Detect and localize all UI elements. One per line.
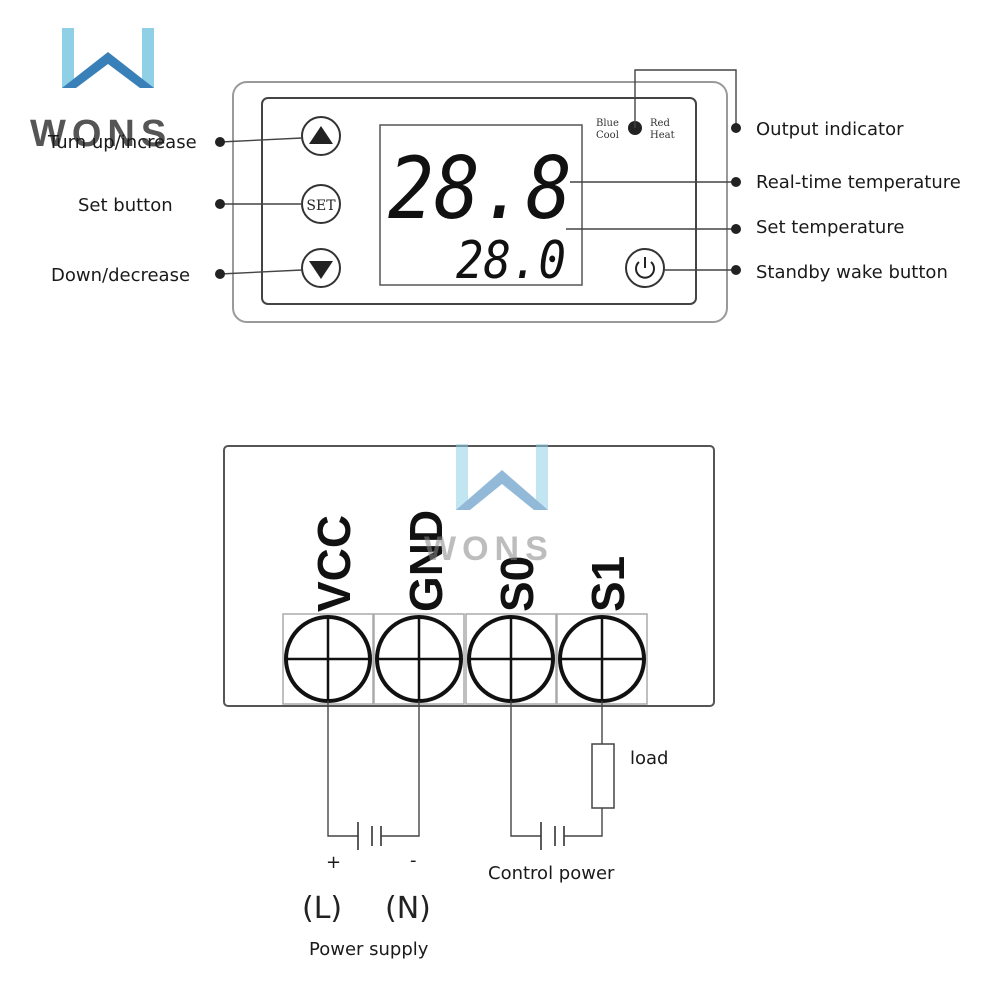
callout-up: Turn up/increase: [47, 132, 197, 153]
up-button[interactable]: [301, 116, 341, 156]
callout-standby-button: Standby wake button: [756, 262, 948, 283]
power-supply-wiring: [327, 701, 420, 850]
callout-realtime-temperature: Real-time temperature: [756, 172, 961, 193]
brand-logo: WONS: [30, 28, 172, 155]
terminal-label-vcc: VCC: [308, 515, 360, 612]
neutral-label: (N): [385, 891, 431, 926]
indicator-heat-label: Heat: [650, 130, 675, 141]
indicator-blue-label: Blue: [596, 118, 619, 129]
triangle-up-icon: [309, 126, 333, 144]
plus-sign: +: [326, 852, 341, 873]
set-button-label: SET: [306, 198, 336, 214]
callout-down: Down/decrease: [51, 265, 190, 286]
triangle-down-icon: [309, 261, 333, 279]
standby-button[interactable]: [625, 248, 665, 288]
minus-sign: -: [410, 850, 417, 871]
load-resistor-icon: [591, 743, 615, 809]
callout-lines: [215, 69, 741, 279]
brand-watermark: WONS: [424, 444, 554, 568]
terminal-vcc: [282, 613, 374, 705]
terminal-block: VCC GND S0 S1: [223, 445, 715, 707]
lcd-display: [379, 124, 583, 286]
control-power-label: Control power: [488, 863, 615, 884]
terminal-label-gnd: GND: [400, 510, 452, 612]
terminal-label-s0: S0: [491, 556, 543, 612]
callout-set: Set button: [78, 195, 173, 216]
callout-output-indicator: Output indicator: [756, 119, 904, 140]
power-supply-label: Power supply: [309, 939, 429, 960]
load-label: load: [630, 748, 668, 769]
down-button[interactable]: [301, 248, 341, 288]
callout-set-temperature: Set temperature: [756, 217, 904, 238]
terminal-gnd: [373, 613, 465, 705]
controller-panel: 28.8 28.0 SET Blue Cool Red Heat: [232, 81, 728, 323]
terminal-label-s1: S1: [582, 556, 634, 612]
set-button[interactable]: SET: [301, 184, 341, 224]
brand-name: WONS: [30, 113, 172, 155]
power-icon: [635, 257, 655, 279]
set-temperature-readout: 28.0: [456, 231, 566, 291]
live-label: (L): [302, 891, 342, 926]
control-power-wiring: [510, 701, 615, 850]
realtime-temperature-readout: 28.8: [388, 139, 572, 239]
indicator-red-label: Red: [650, 118, 670, 129]
indicator-cool-label: Cool: [596, 130, 619, 141]
terminal-s0: [465, 613, 557, 705]
terminal-s1: [556, 613, 648, 705]
watermark-name: WONS: [424, 530, 554, 568]
